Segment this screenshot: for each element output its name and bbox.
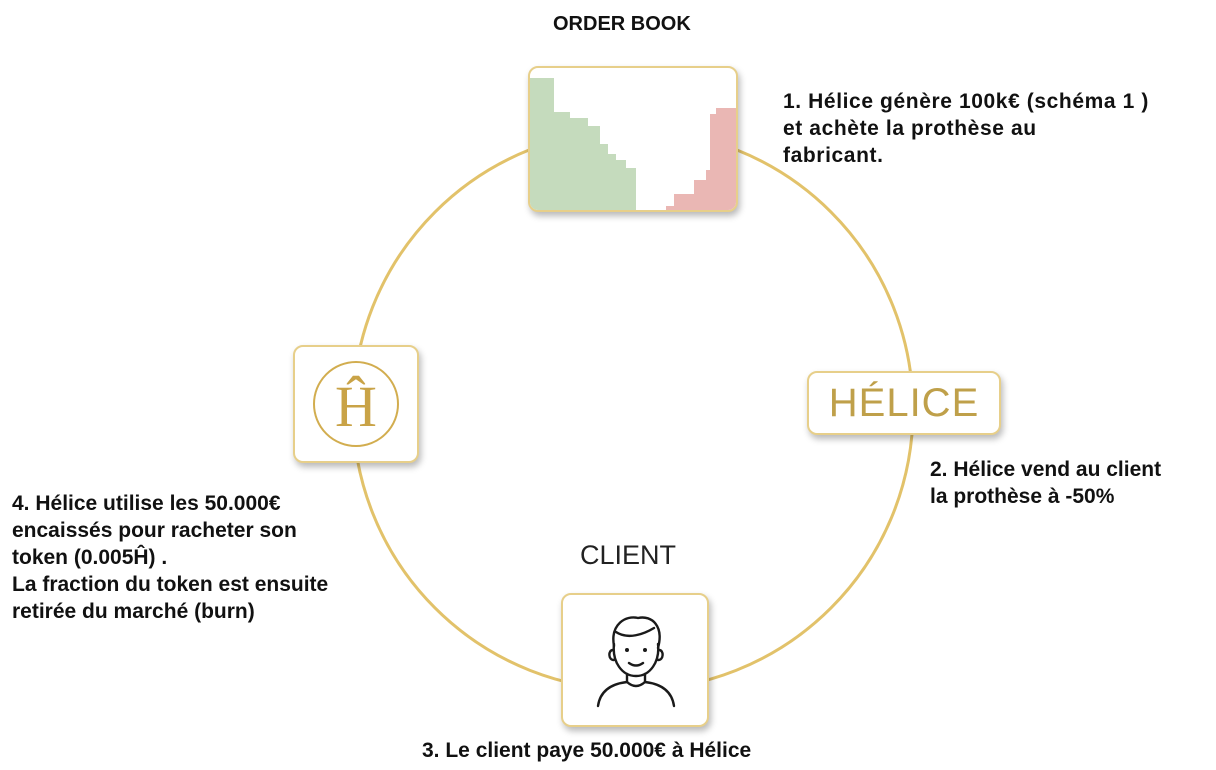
token-node: Ĥ xyxy=(293,345,419,463)
order-book-title: ORDER BOOK xyxy=(553,13,691,35)
step-3-text: 3. Le client paye 50.000€ à Hélice xyxy=(422,737,751,764)
step-1-line: et achète la prothèse au xyxy=(783,117,1037,140)
token-logo-icon: Ĥ xyxy=(313,361,399,447)
step-3-line: 3. Le client paye 50.000€ à Hélice xyxy=(422,739,752,762)
step-2-line: 2. Hélice vend au client xyxy=(930,458,1162,481)
step-1-text: 1. Hélice génère 100k€ (schéma 1 ) et ac… xyxy=(783,88,1149,169)
helice-node: HÉLICE xyxy=(807,371,1001,435)
step-4-line: retirée du marché (burn) xyxy=(12,600,255,623)
step-4-line: token (0.005Ĥ) . xyxy=(12,546,168,569)
person-avatar-icon xyxy=(596,616,676,708)
client-title: CLIENT xyxy=(580,540,677,570)
bid-depth-area xyxy=(530,78,636,210)
helice-wordmark: HÉLICE xyxy=(828,380,980,425)
client-node xyxy=(561,593,709,727)
step-1-line: fabricant. xyxy=(783,144,884,167)
step-2-line: la prothèse à -50% xyxy=(930,485,1115,508)
step-4-line: encaissés pour racheter son xyxy=(12,519,297,542)
step-4-text: 4. Hélice utilise les 50.000€ encaissés … xyxy=(12,490,328,625)
step-2-text: 2. Hélice vend au client la prothèse à -… xyxy=(930,456,1161,510)
ask-depth-area xyxy=(666,108,736,210)
step-4-line: La fraction du token est ensuite xyxy=(12,573,329,596)
step-4-line: 4. Hélice utilise les 50.000€ xyxy=(12,492,281,515)
token-letter: Ĥ xyxy=(335,374,377,439)
order-book-node xyxy=(528,66,738,212)
order-book-depth-chart xyxy=(530,78,736,210)
step-1-line: 1. Hélice génère 100k€ (schéma 1 ) xyxy=(783,90,1149,113)
